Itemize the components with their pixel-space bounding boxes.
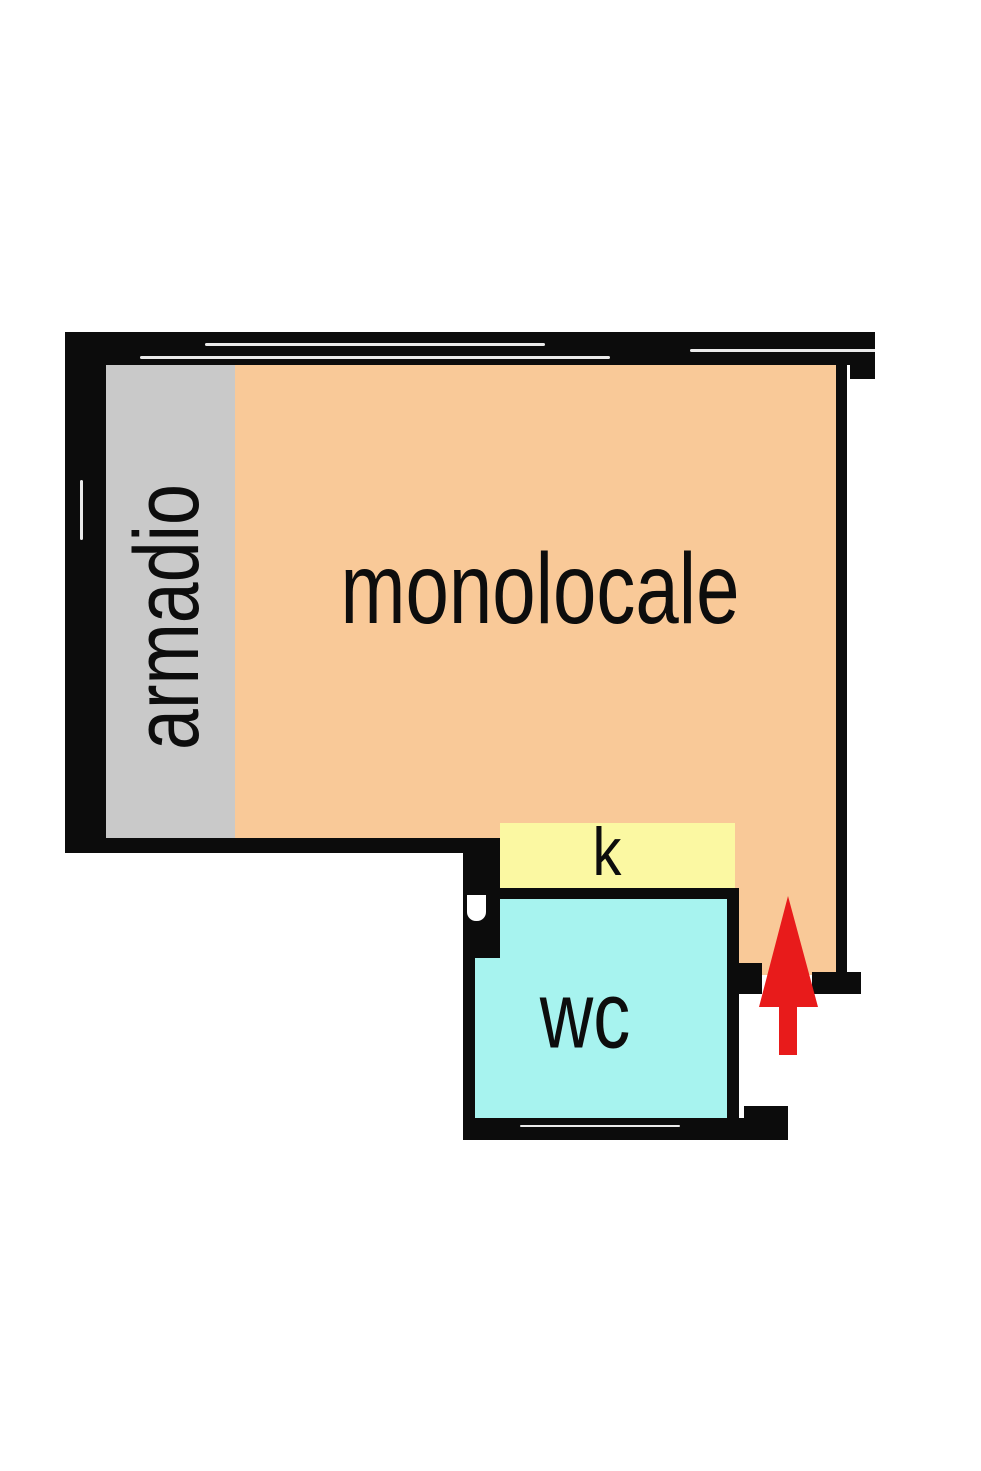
armadio-floor bbox=[106, 365, 235, 838]
scan-artifact bbox=[140, 356, 610, 359]
wc-label: wc bbox=[539, 962, 631, 1069]
entrance-arrow-shape bbox=[759, 896, 818, 1055]
entrance-right-jamb bbox=[812, 972, 861, 994]
armadio-label: armadio bbox=[116, 484, 218, 750]
entrance-left-jamb bbox=[727, 963, 762, 994]
right-wall bbox=[836, 365, 847, 973]
scan-artifact bbox=[205, 343, 545, 346]
wc-bottom-wall bbox=[463, 1118, 788, 1140]
wc-right-wall bbox=[727, 899, 739, 1140]
kitchen-wc-divider-wall bbox=[500, 888, 739, 899]
monolocale-floor bbox=[235, 365, 836, 838]
scan-artifact bbox=[520, 1125, 680, 1127]
scan-artifact bbox=[80, 480, 83, 540]
left-wall bbox=[65, 332, 106, 853]
monolocale-label: monolocale bbox=[340, 533, 740, 645]
wc-left-wall bbox=[463, 958, 475, 1140]
wc-floor bbox=[475, 899, 727, 1118]
entrance-arrow-icon bbox=[759, 896, 818, 1055]
kitchen-label: k bbox=[592, 814, 622, 890]
bottom-wall-main-room bbox=[65, 838, 500, 853]
kitchen-floor bbox=[500, 823, 735, 888]
scan-artifact bbox=[690, 349, 930, 352]
top-wall-right-stub bbox=[850, 365, 875, 379]
wc-door-notch bbox=[467, 895, 486, 921]
wc-bottom-right-jamb bbox=[744, 1106, 788, 1122]
top-wall bbox=[65, 332, 875, 365]
